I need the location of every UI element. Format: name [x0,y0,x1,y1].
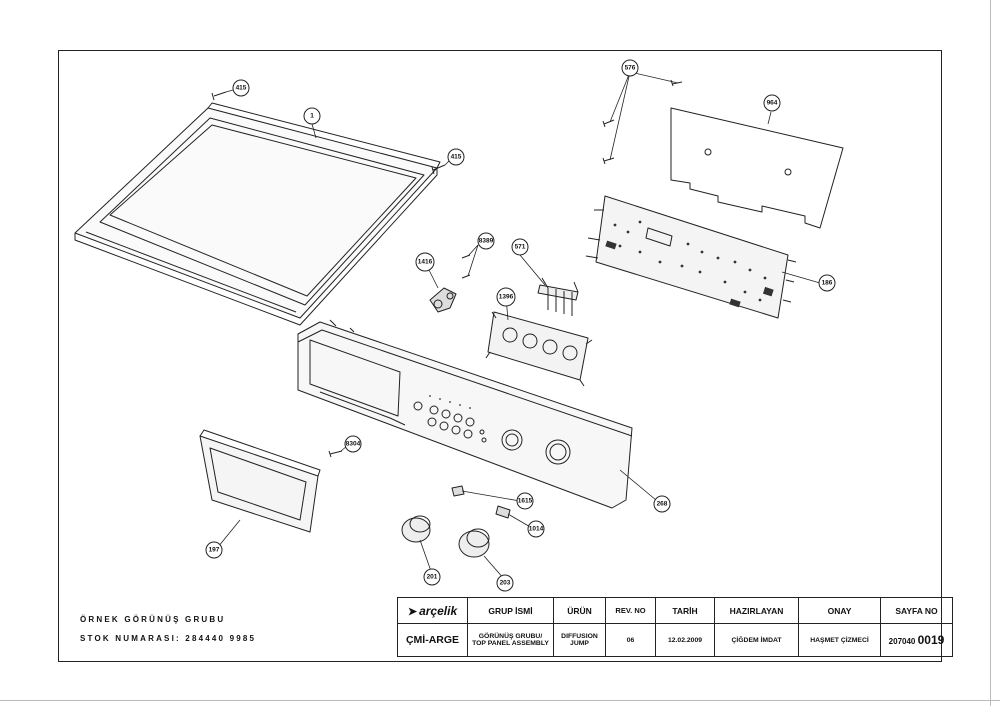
callout-1416: 1416 [415,252,435,272]
svg-text:415: 415 [236,85,247,92]
pcb-board-part [585,195,797,319]
spring-1014-part [495,505,511,519]
svg-text:1014: 1014 [529,526,544,533]
callout-415-right: 415 [447,148,465,166]
knob-201-part [401,515,431,543]
knob-203-part [458,528,490,558]
callout-576: 576 [621,59,639,77]
callout-201: 201 [423,568,441,586]
value-group: GÖRÜNÜŞ GRUBU/TOP PANEL ASSEMBLY [467,623,554,657]
stock-number-line: STOK NUMARASI: 284440 9985 [80,634,257,643]
screw-415-left [211,91,227,101]
svg-text:415: 415 [451,154,462,161]
screw-576-mid [602,119,615,128]
header-prepared: HAZIRLAYAN [714,597,799,624]
callout-203: 203 [496,574,514,592]
header-page: SAYFA NO [880,597,953,624]
callout-268: 268 [653,495,671,513]
callout-1615: 1615 [516,492,534,510]
svg-text:576: 576 [625,65,636,72]
clip-1615-part [451,485,465,497]
callout-1: 1 [303,107,321,125]
department: ÇMİ-ARGE [397,623,468,657]
value-rev: 06 [605,623,656,657]
svg-text:8304: 8304 [346,441,361,448]
svg-text:203: 203 [500,580,511,587]
callout-571: 571 [511,238,529,256]
header-product: ÜRÜN [553,597,606,624]
header-rev: REV. NO [605,597,656,624]
drawing-frame [58,50,942,662]
company-logo: ➤arçelik [397,597,468,624]
svg-text:1396: 1396 [499,294,514,301]
insulation-sheet-part [670,107,844,229]
screw-576-low [602,157,615,165]
top-cover-part [74,102,441,326]
callout-415-left: 415 [232,79,250,97]
small-bracket-1416-part [429,287,457,313]
header-date: TARİH [655,597,715,624]
callout-1014: 1014 [527,520,545,538]
screw-415-right [431,164,446,175]
svg-text:1615: 1615 [518,498,533,505]
header-approved: ONAY [798,597,881,624]
callout-197: 197 [205,541,223,559]
callout-8304: 8304 [344,435,362,453]
group-info: ÖRNEK GÖRÜNÜŞ GRUBU STOK NUMARASI: 28444… [80,610,256,648]
scan-edge-line [0,700,1000,701]
svg-text:1: 1 [310,113,314,120]
svg-text:268: 268 [657,501,668,508]
screw-8304 [328,450,343,458]
callout-8389: 8389 [477,232,495,250]
callout-1396: 1396 [496,287,516,307]
svg-text:8389: 8389 [479,238,494,245]
button-carrier-1396-part [485,311,593,387]
svg-text:571: 571 [515,244,526,251]
value-approved: HAŞMET ÇİZMECİ [798,623,881,657]
front-panel-268-part [297,319,633,509]
title-block-table: ➤arçelik GRUP İSMİ ÜRÜN REV. NO TARİH HA… [397,597,953,657]
logo-mark-icon: ➤ [407,605,418,618]
callout-186: 186 [818,274,836,292]
detergent-drawer-197-part [199,429,321,533]
scan-edge-line-right [990,0,991,706]
svg-text:186: 186 [822,280,833,287]
callout-964: 964 [763,94,781,112]
svg-text:201: 201 [427,574,438,581]
svg-text:197: 197 [209,547,220,554]
connector-571-part [537,277,579,316]
value-date: 12.02.2009 [655,623,715,657]
svg-text:1416: 1416 [418,259,433,266]
value-prepared: ÇİĞDEM İMDAT [714,623,799,657]
group-name-line: ÖRNEK GÖRÜNÜŞ GRUBU [80,615,226,624]
header-group: GRUP İSMİ [467,597,554,624]
svg-text:964: 964 [767,100,778,107]
value-page: 207040 0019 [880,623,953,657]
